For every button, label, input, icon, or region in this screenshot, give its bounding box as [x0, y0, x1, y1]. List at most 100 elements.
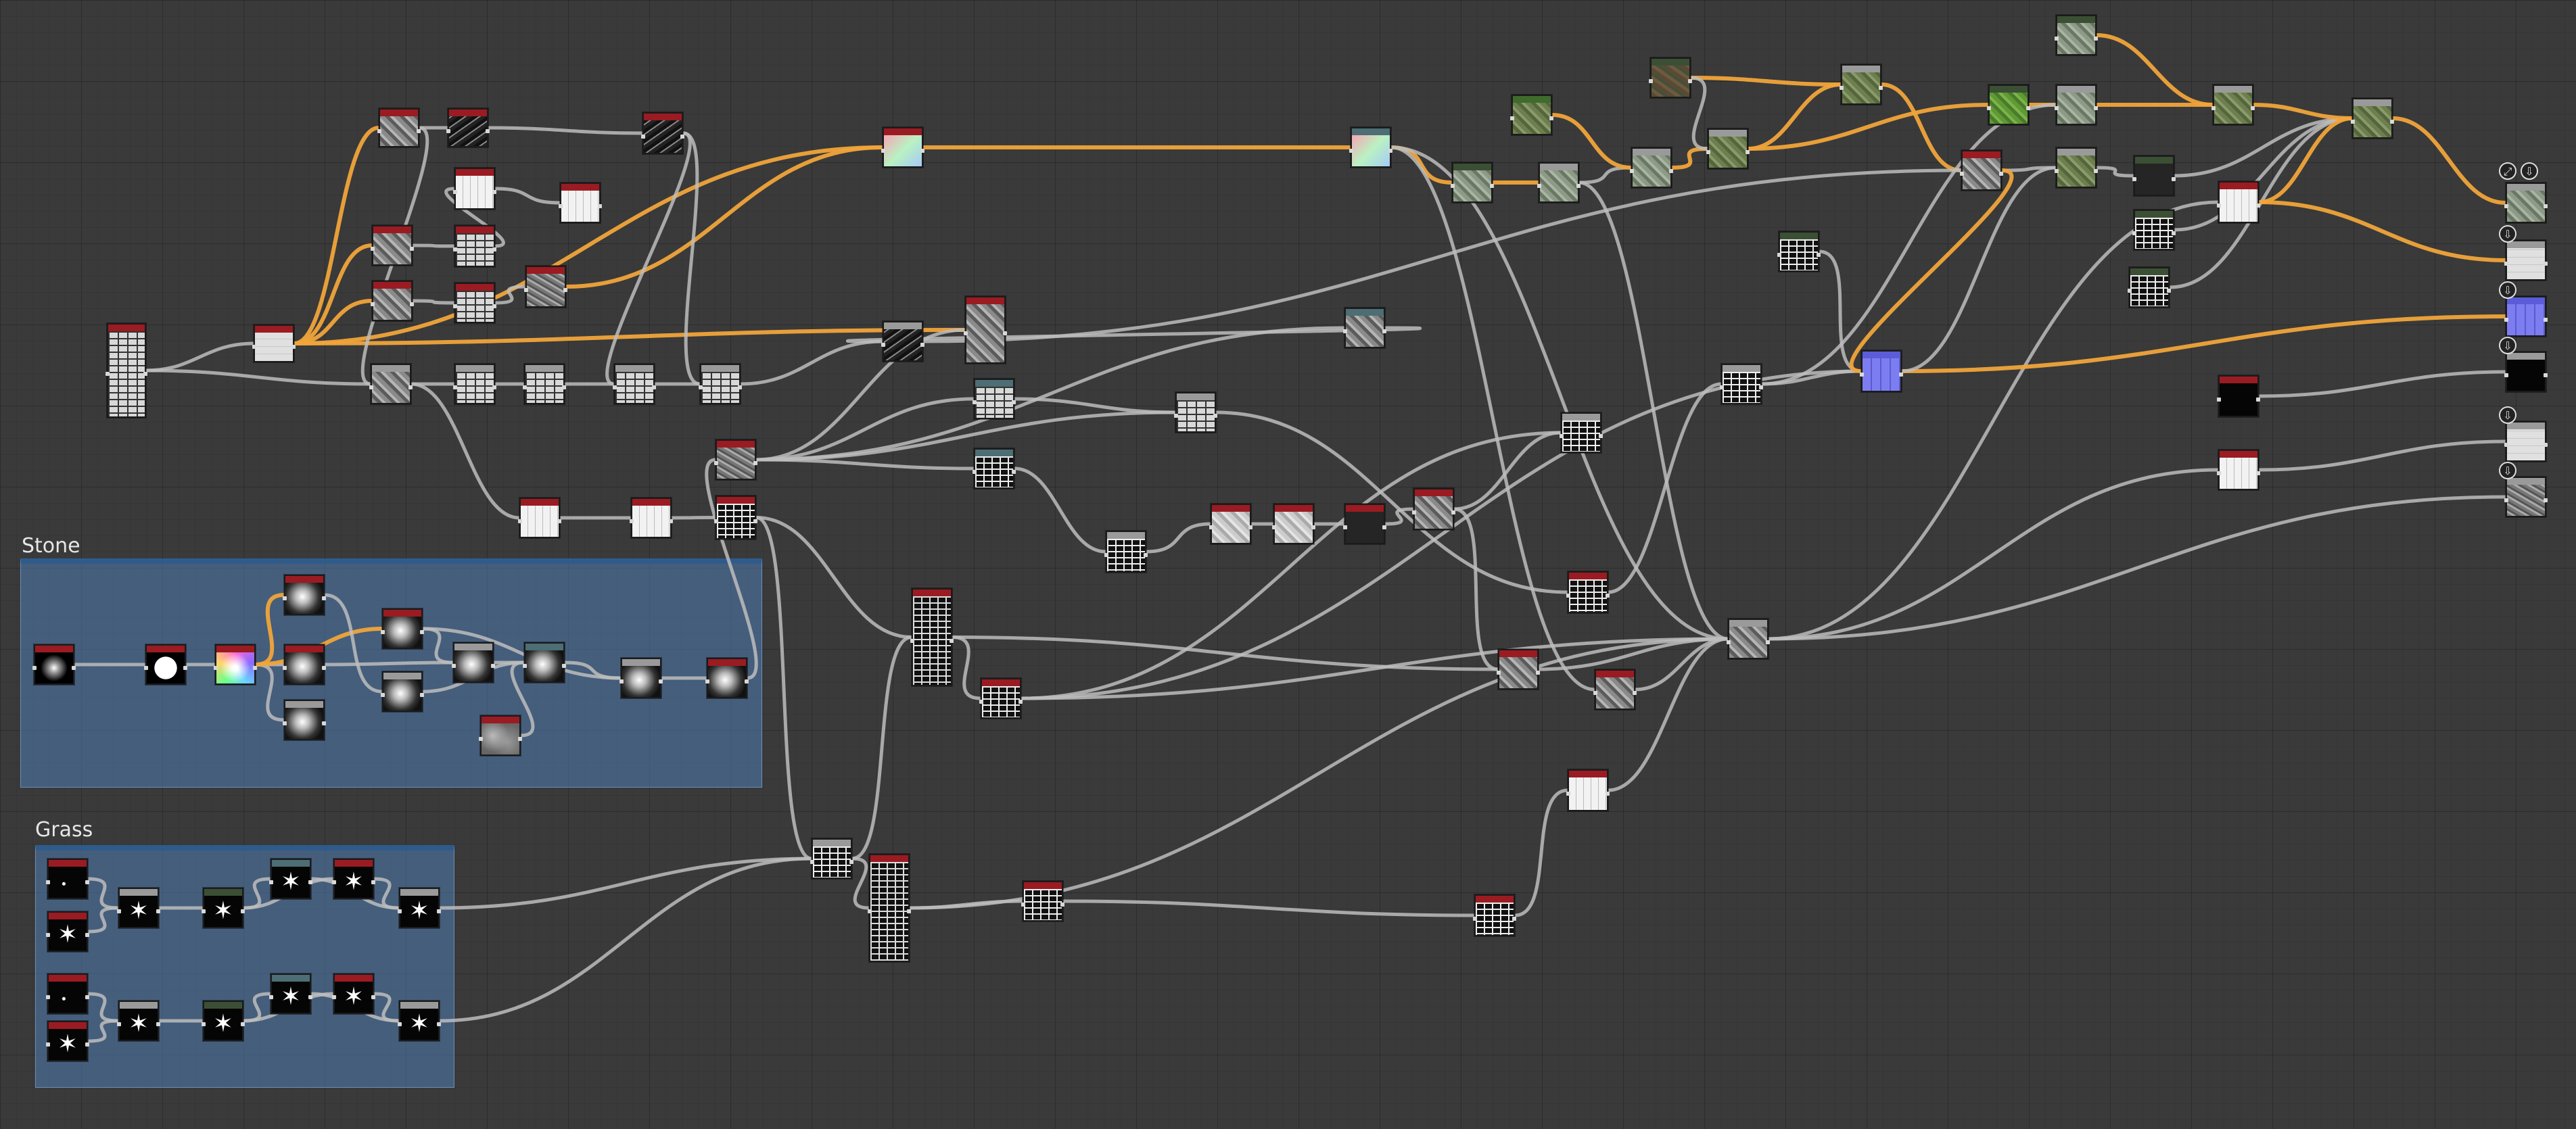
graph-node-n17[interactable]: [699, 364, 742, 404]
connection-wire[interactable]: [421, 627, 455, 665]
input-socket[interactable]: [117, 909, 121, 913]
input-socket[interactable]: [1840, 86, 1844, 90]
input-socket[interactable]: [377, 129, 381, 133]
graph-node-g3[interactable]: [117, 888, 160, 928]
output-socket[interactable]: [1311, 525, 1315, 529]
output-node-o2[interactable]: [2504, 240, 2548, 281]
graph-node-n52[interactable]: [1537, 162, 1580, 203]
output-socket[interactable]: [2094, 37, 2098, 41]
connection-wire[interactable]: [411, 299, 456, 305]
connection-wire[interactable]: [2172, 116, 2354, 232]
input-socket[interactable]: [2132, 231, 2136, 235]
graph-node-g4[interactable]: [202, 888, 245, 928]
output-socket[interactable]: [563, 288, 567, 292]
connection-wire[interactable]: [372, 992, 401, 1023]
output-socket[interactable]: [1599, 434, 1603, 438]
output-socket[interactable]: [2172, 231, 2176, 235]
output-socket[interactable]: [420, 693, 424, 697]
graph-node-n29[interactable]: [1349, 127, 1392, 168]
graph-node-n4[interactable]: [446, 108, 490, 147]
output-socket[interactable]: [1382, 329, 1386, 333]
output-socket[interactable]: [2544, 204, 2548, 208]
input-socket[interactable]: [269, 995, 273, 999]
output-socket[interactable]: [1451, 510, 1455, 514]
connection-wire[interactable]: [323, 593, 384, 694]
connection-wire[interactable]: [1012, 397, 1177, 414]
output-socket[interactable]: [2172, 177, 2176, 181]
input-socket[interactable]: [1720, 385, 1724, 389]
input-socket[interactable]: [144, 666, 148, 670]
input-socket[interactable]: [46, 880, 50, 884]
input-socket[interactable]: [2217, 203, 2221, 208]
output-socket[interactable]: [1003, 331, 1007, 335]
connection-wire-highlighted[interactable]: [1900, 314, 2508, 373]
input-socket[interactable]: [699, 385, 703, 389]
output-node-icon[interactable]: ⇩: [2499, 281, 2516, 299]
connection-wire[interactable]: [670, 516, 718, 520]
output-socket[interactable]: [156, 1022, 160, 1026]
input-socket[interactable]: [46, 933, 50, 937]
connection-wire[interactable]: [1689, 76, 1710, 151]
connection-wire[interactable]: [144, 341, 256, 373]
connection-wire-highlighted[interactable]: [564, 145, 885, 289]
connection-wire[interactable]: [754, 458, 976, 471]
input-socket[interactable]: [1497, 671, 1501, 675]
input-socket[interactable]: [369, 385, 373, 389]
graph-node-n33[interactable]: [1343, 504, 1386, 544]
frame-grass[interactable]: [35, 845, 454, 1088]
input-socket[interactable]: [453, 385, 457, 389]
connection-wire[interactable]: [1577, 166, 1633, 185]
output-socket[interactable]: [652, 385, 656, 389]
input-socket[interactable]: [2351, 120, 2355, 124]
graph-node-n19[interactable]: [964, 296, 1007, 364]
output-socket[interactable]: [2256, 471, 2260, 475]
connection-wire-highlighted[interactable]: [1746, 103, 1990, 151]
input-socket[interactable]: [2504, 373, 2508, 377]
graph-node-g6[interactable]: [332, 859, 375, 899]
connection-wire[interactable]: [921, 168, 1963, 343]
output-socket[interactable]: [2251, 106, 2255, 110]
input-socket[interactable]: [2504, 204, 2508, 208]
output-socket[interactable]: [562, 664, 566, 668]
input-socket[interactable]: [964, 331, 968, 335]
output-socket[interactable]: [1999, 172, 2003, 176]
graph-node-n64[interactable]: [2128, 267, 2171, 308]
connection-wire[interactable]: [2000, 166, 2058, 172]
output-socket[interactable]: [2026, 106, 2030, 110]
input-socket[interactable]: [283, 596, 287, 600]
input-socket[interactable]: [2217, 398, 2221, 402]
graph-node-n28[interactable]: [1174, 392, 1217, 433]
input-socket[interactable]: [641, 135, 645, 139]
graph-node-n61[interactable]: [2055, 147, 2098, 188]
output-socket[interactable]: [183, 666, 187, 670]
connection-wire[interactable]: [1061, 899, 1476, 917]
graph-node-s10[interactable]: [523, 642, 566, 683]
input-socket[interactable]: [910, 638, 914, 643]
output-socket[interactable]: [408, 385, 413, 389]
input-socket[interactable]: [2128, 289, 2132, 293]
input-socket[interactable]: [2055, 106, 2059, 110]
graph-node-n34[interactable]: [1412, 488, 1455, 530]
output-socket[interactable]: [920, 149, 924, 153]
connection-wire[interactable]: [1019, 369, 1863, 700]
output-socket[interactable]: [241, 1022, 245, 1026]
graph-node-n36[interactable]: [979, 678, 1023, 719]
output-node-o4[interactable]: [2504, 352, 2548, 392]
connection-wire[interactable]: [1452, 431, 1563, 511]
connection-wire[interactable]: [754, 326, 1346, 462]
graph-node-n14[interactable]: [453, 364, 496, 404]
graph-node-s13[interactable]: [479, 715, 522, 756]
graph-node-n23[interactable]: [714, 439, 757, 480]
input-socket[interactable]: [523, 664, 527, 668]
output-socket[interactable]: [486, 129, 490, 133]
output-socket[interactable]: [1606, 792, 1610, 796]
output-socket[interactable]: [557, 519, 561, 523]
connection-wire[interactable]: [1900, 166, 2058, 373]
graph-node-n47[interactable]: [1021, 881, 1064, 921]
graph-node-n48[interactable]: [1473, 894, 1516, 936]
output-socket[interactable]: [738, 385, 742, 389]
connection-wire[interactable]: [493, 285, 528, 305]
connection-wire[interactable]: [2257, 439, 2508, 472]
connection-wire-highlighted[interactable]: [292, 126, 381, 345]
graph-node-n1[interactable]: [106, 323, 147, 418]
